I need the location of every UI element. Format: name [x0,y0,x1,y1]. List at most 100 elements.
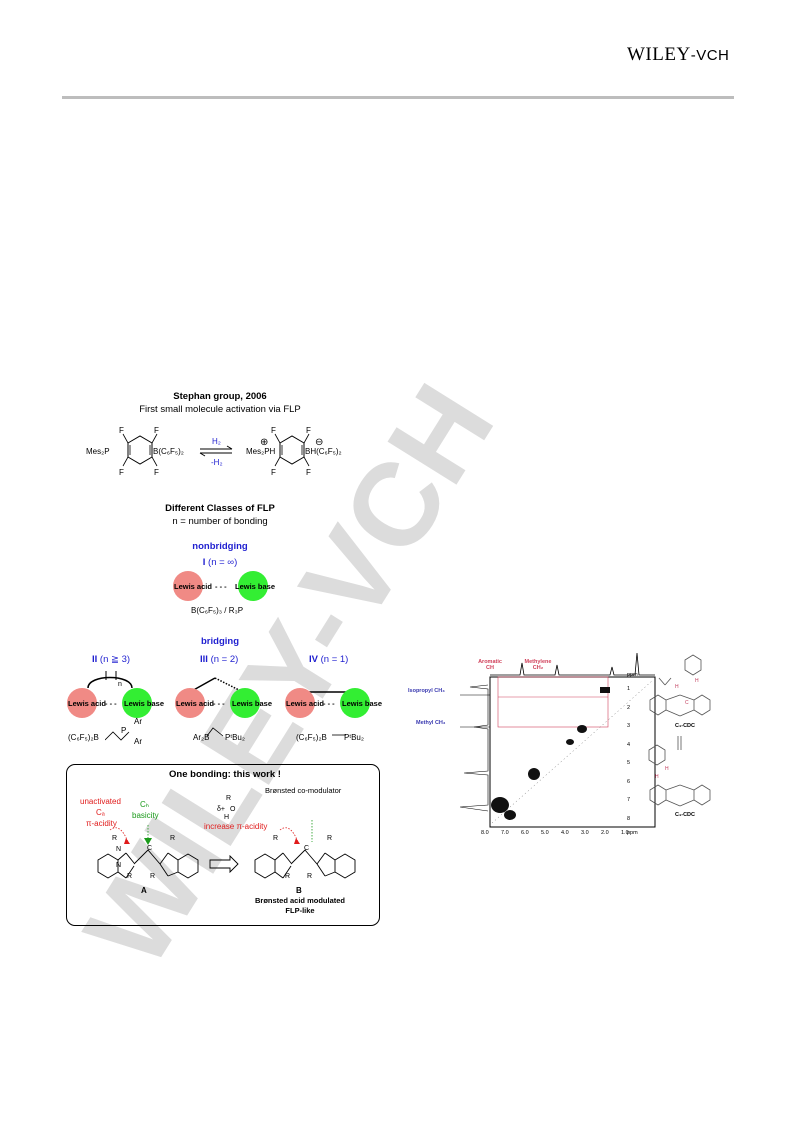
class-iii-example-phosphine: PᵗBu₂ [225,733,245,742]
bronsted-label: Brønsted co-modulator [265,786,342,795]
carbene-c-b: C [304,845,310,852]
carbene-c-a: C [147,845,153,852]
class-iii-acid-circle [175,688,205,718]
nmr-y-tick: 8 [627,815,631,822]
class-ii-condition: (n ≧ 3) [99,654,131,665]
publisher-suffix: -VCH [690,47,730,64]
svg-text:H: H [665,766,669,772]
caption-b-line1: Brønsted acid modulated [254,896,345,905]
class-ii-tether [87,671,133,688]
class-i-condition: (n = ∞) [208,557,238,568]
nmr-y-tick: 5 [627,760,631,766]
nmr-structure-bottom-label: C₁-CDC [675,812,695,818]
nmr-x-tick: 4.0 [561,830,569,836]
label-a: A [141,886,147,895]
nmr-x-tick: 3.0 [581,830,589,836]
nmr-x-tick: 2.0 [601,830,609,836]
fluorine-3: F [119,468,124,477]
nmr-y-tick: 7 [627,797,631,803]
class-iii-lewis-base: Lewis base [232,699,273,708]
reactant-borane: B(C₆F₅)₂ [153,447,184,456]
class-ii-example-borane: (C₆F₅)₂B [68,733,99,742]
class-i-dashes: - - - [215,582,227,591]
bridging-label: bridging [201,636,239,647]
class-iii-numeral: III [200,654,208,665]
stephan-subtitle: First small molecule activation via FLP [139,404,301,415]
class-ii-ar1: Ar [134,717,142,726]
a-r1: R [112,835,118,842]
fluorine-6: F [306,426,311,435]
svg-text:C: C [685,700,689,706]
class-i-example: B(C₆F₅)₃ / R₃P [191,606,244,615]
header-rule [62,96,734,99]
hydroxyl-o: O [230,806,236,813]
class-iii-lewis-acid: Lewis acid [176,699,214,708]
class-iii-heading: III (n = 2) [200,654,238,665]
class-iii-dashes: - - - [213,699,225,708]
pi-acidity-label: π-acidity [86,819,117,828]
fluorine-2: F [154,426,159,435]
class-ii-lewis-acid: Lewis acid [68,699,106,708]
structures-a-b [97,820,356,879]
class-iv-acid-circle [285,688,315,718]
hydroxyl-r: R [226,795,232,802]
a-r3: R [170,835,176,842]
stephan-title: Stephan group, 2006 [173,391,267,402]
class-i-acid-circle [173,571,203,601]
nmr-y-tick: 3 [627,723,631,729]
nmr-structure-top-label: C₁-CDC [675,723,695,729]
b-r4: R [307,873,313,880]
a-n1: N [116,846,122,853]
cb-label: Cₕ [140,800,150,809]
nmr-ppm-y: ppm [627,672,638,678]
stephan-reaction [122,433,310,467]
minus-charge: ⊖ [315,437,324,448]
caption-b-line2: FLP-like [285,906,315,915]
product-phosphonium: Mes₂PH [246,447,276,456]
delta-plus: δ+ [217,806,225,813]
class-i-numeral: I [202,557,206,568]
classes-title: Different Classes of FLP [165,503,275,514]
this-work-box [66,764,380,926]
class-iv-lewis-acid: Lewis acid [286,699,324,708]
svg-text:H: H [675,684,679,690]
b-r3: R [327,835,333,842]
nmr-x-tick: 5.0 [541,830,549,836]
svg-text:H: H [695,678,699,684]
class-ii-example-p: P [121,726,127,735]
class-ii-base-circle [122,688,152,718]
nmr-methylene-label: Methylene CH₂ [524,659,552,671]
box-title: One bonding: this work ! [169,769,281,780]
class-iii-base-circle [230,688,260,718]
class-iii-example-borane: Ar₂B [193,733,210,742]
a-n2: N [116,862,122,869]
class-iv-lewis-base: Lewis base [342,699,383,708]
fluorine-1: F [119,426,124,435]
nmr-isopropyl-label: Isopropyl CH₃ [408,688,445,694]
nmr-y-tick: 4 [627,741,631,748]
class-iv-base-circle [340,688,370,718]
basicity-label: basicity [132,811,159,820]
fluorine-4: F [154,468,159,477]
nmr-methyl-label: Methyl CH₃ [416,720,446,726]
publisher-main: WILEY [627,44,691,65]
a-r4: R [150,873,156,880]
class-i-heading: I (n = ∞) [150,557,290,568]
nmr-figure [460,652,656,828]
hydroxyl-h: H [224,814,230,821]
class-ii-numeral: II [92,654,98,665]
nmr-x-tick: 8.0 [481,830,489,836]
class-ii-acid-circle [67,688,97,718]
svg-text:H: H [655,774,659,780]
class-iv-heading: IV (n = 1) [309,654,348,665]
class-i-lewis-base: Lewis base [235,582,276,591]
fluorine-5: F [271,426,276,435]
class-iv-example-borane: (C₆F₅)₂B [296,733,327,742]
class-iii-linker [206,727,224,737]
class-iii-condition: (n = 2) [210,654,239,665]
class-ii-chain [105,731,130,741]
nmr-ppm-x: ppm [627,830,638,836]
ca-label: Cₐ [96,808,105,817]
class-ii-n: n [118,681,122,688]
